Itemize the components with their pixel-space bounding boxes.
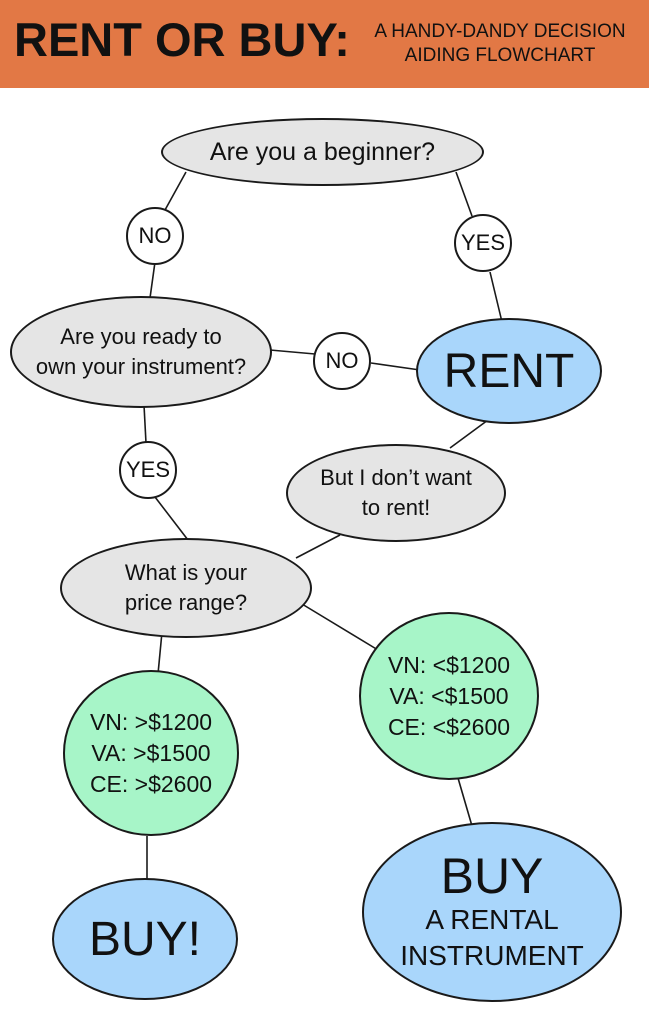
connector-dontwant-price <box>295 534 341 559</box>
connector-no-ready <box>149 261 156 299</box>
outcome-rent: RENT <box>416 318 602 424</box>
header-banner: RENT OR BUY: A HANDY-DANDY DECISION AIDI… <box>0 0 649 88</box>
edge-label-no-1: NO <box>126 207 184 265</box>
price-high-vn: VN: >$1200 <box>89 708 213 735</box>
outcome-buy-rental-line-1: BUY <box>440 848 544 904</box>
connector-beginner-yes <box>455 171 473 217</box>
statement-dont-want-line-1: But I don’t want <box>320 465 472 490</box>
connector-ready-yes <box>143 404 147 444</box>
page-title: RENT OR BUY: <box>14 13 350 66</box>
connector-price-high <box>157 631 163 675</box>
outcome-buy-text: BUY! <box>88 912 202 966</box>
outcome-buy-rental-line-3: INSTRUMENT <box>400 940 584 971</box>
question-price-line-2: price range? <box>124 590 248 615</box>
connector-yes-rent <box>489 271 503 323</box>
question-price-line-1: What is your <box>124 560 248 585</box>
outcome-rent-text: RENT <box>443 344 575 398</box>
question-price-range: What is your price range? <box>60 538 312 638</box>
price-high-range: VN: >$1200 VA: >$1500 CE: >$2600 <box>63 670 239 836</box>
connector-rent-dontwant <box>449 419 489 449</box>
page-subtitle: A HANDY-DANDY DECISION AIDING FLOWCHART <box>362 20 638 68</box>
price-low-vn: VN: <$1200 <box>387 651 511 678</box>
question-ready-line-2: own your instrument? <box>35 354 247 379</box>
price-high-ce: CE: >$2600 <box>89 770 213 797</box>
connector-beginner-no <box>164 171 187 211</box>
connector-price-low <box>301 603 379 651</box>
edge-label-yes-2: YES <box>119 441 177 499</box>
connector-no-rent <box>370 362 421 371</box>
question-beginner-text: Are you a beginner? <box>209 138 436 166</box>
connector-ready-no <box>269 349 316 355</box>
connector-low-buyrental <box>457 777 473 827</box>
edge-label-no-2-text: NO <box>325 348 359 373</box>
edge-label-no-2: NO <box>313 332 371 390</box>
subtitle-line-1: A HANDY-DANDY DECISION <box>374 21 626 42</box>
connector-yes-price <box>154 496 189 541</box>
price-high-va: VA: >$1500 <box>91 739 211 766</box>
edge-label-yes-1: YES <box>454 214 512 272</box>
statement-dont-want-to-rent: But I don’t want to rent! <box>286 444 506 542</box>
outcome-buy-rental-instrument: BUY A RENTAL INSTRUMENT <box>362 822 622 1002</box>
question-ready-to-own: Are you ready to own your instrument? <box>10 296 272 408</box>
question-ready-line-1: Are you ready to <box>60 324 222 349</box>
statement-dont-want-line-2: to rent! <box>361 495 431 520</box>
question-beginner: Are you a beginner? <box>161 118 484 186</box>
outcome-buy-rental-line-2: A RENTAL <box>425 904 559 935</box>
subtitle-line-2: AIDING FLOWCHART <box>404 45 596 66</box>
edge-label-yes-2-text: YES <box>125 457 171 482</box>
edge-label-yes-1-text: YES <box>460 230 506 255</box>
price-low-range: VN: <$1200 VA: <$1500 CE: <$2600 <box>359 612 539 780</box>
edge-label-no-1-text: NO <box>138 223 172 248</box>
price-low-ce: CE: <$2600 <box>387 713 511 740</box>
outcome-buy: BUY! <box>52 878 238 1000</box>
price-low-va: VA: <$1500 <box>389 682 509 709</box>
